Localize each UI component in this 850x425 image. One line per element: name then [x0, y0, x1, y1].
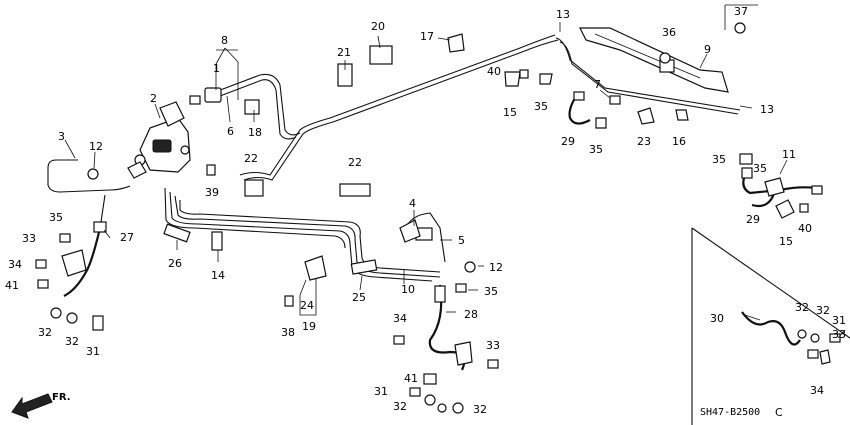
callout-3: 3: [58, 130, 65, 143]
clips-and-clamps: [163, 33, 795, 281]
callout-17: 17: [420, 30, 434, 43]
callout-9: 9: [704, 43, 711, 56]
callout-20: 20: [371, 20, 385, 33]
callout-11: 11: [782, 148, 796, 161]
callout-38: 38: [281, 326, 295, 339]
callout-33a: 33: [22, 232, 36, 245]
callout-22b: 22: [348, 156, 362, 169]
callout-31a: 31: [86, 345, 100, 358]
callout-31b: 31: [374, 385, 388, 398]
left-rear-brake-hose: [61, 221, 107, 331]
callout-2: 2: [150, 92, 157, 105]
right-front-brake-hose: [428, 284, 473, 371]
callout-32f: 32: [816, 304, 830, 317]
callout-29b: 29: [746, 213, 760, 226]
callout-13a: 13: [556, 8, 570, 21]
diagram-code: SH47-B2500: [700, 407, 760, 418]
callout-16: 16: [672, 135, 686, 148]
callout-28: 28: [464, 308, 478, 321]
callout-40b: 40: [798, 222, 812, 235]
callout-32a: 32: [38, 326, 52, 339]
callout-35a: 35: [49, 211, 63, 224]
callout-10: 10: [401, 283, 415, 296]
abs-modulator-unit: [127, 101, 191, 179]
callout-18: 18: [248, 126, 262, 139]
callout-41b: 41: [404, 372, 418, 385]
callout-labels: 1 2 3 4 5 6 7 8 9 10 11 12 12 13 13 14 1…: [5, 5, 846, 416]
callout-29a: 29: [561, 135, 575, 148]
main-brake-pipes: [47, 34, 741, 282]
callout-14: 14: [211, 269, 225, 282]
detail-inset: [691, 227, 850, 425]
callout-7: 7: [594, 78, 601, 91]
callout-34a: 34: [8, 258, 22, 271]
callout-6: 6: [227, 125, 234, 138]
callout-37-box: [724, 4, 758, 30]
front-left-brake-hose: [741, 167, 816, 208]
callout-40a: 40: [487, 65, 501, 78]
front-direction-arrow: [11, 393, 53, 419]
callout-30: 30: [710, 312, 724, 325]
diagram-code-suffix: C: [775, 406, 783, 419]
callout-13b: 13: [760, 103, 774, 116]
callout-37: 37: [734, 5, 748, 18]
callout-8: 8: [221, 34, 228, 47]
callout-26: 26: [168, 257, 182, 270]
callout-35c: 35: [589, 143, 603, 156]
callout-34c: 34: [810, 384, 824, 397]
callout-35e: 35: [712, 153, 726, 166]
callout-35f: 35: [753, 162, 767, 175]
leader-lines: [64, 22, 846, 339]
callout-19: 19: [302, 320, 316, 333]
callout-27: 27: [120, 231, 134, 244]
callout-23: 23: [637, 135, 651, 148]
callout-15a: 15: [503, 106, 517, 119]
callout-12b: 12: [489, 261, 503, 274]
callout-41a: 41: [5, 279, 19, 292]
callout-39: 39: [205, 186, 219, 199]
callout-32b: 32: [65, 335, 79, 348]
callout-12a: 12: [89, 140, 103, 153]
callout-25: 25: [352, 291, 366, 304]
right-rear-brake-hose: [568, 91, 591, 125]
callout-5: 5: [458, 234, 465, 247]
callout-21: 21: [337, 46, 351, 59]
callout-35b: 35: [534, 100, 548, 113]
callout-15b: 15: [779, 235, 793, 248]
pipe-rail-bracket: [579, 27, 729, 93]
callout-31c: 31: [832, 314, 846, 327]
callout-32d: 32: [473, 403, 487, 416]
callout-34b: 34: [393, 312, 407, 325]
fasteners: [35, 22, 841, 414]
callout-4: 4: [409, 197, 416, 210]
callout-36: 36: [662, 26, 676, 39]
direction-label: FR.: [52, 392, 71, 403]
proportioning-valve: [189, 87, 222, 105]
callout-35d: 35: [484, 285, 498, 298]
callout-1: 1: [213, 62, 220, 75]
callout-33b: 33: [486, 339, 500, 352]
callout-22a: 22: [244, 152, 258, 165]
callout-32c: 32: [393, 400, 407, 413]
callout-24: 24: [300, 299, 314, 312]
callout-32e: 32: [795, 301, 809, 314]
callout-33c: 33: [832, 328, 846, 341]
